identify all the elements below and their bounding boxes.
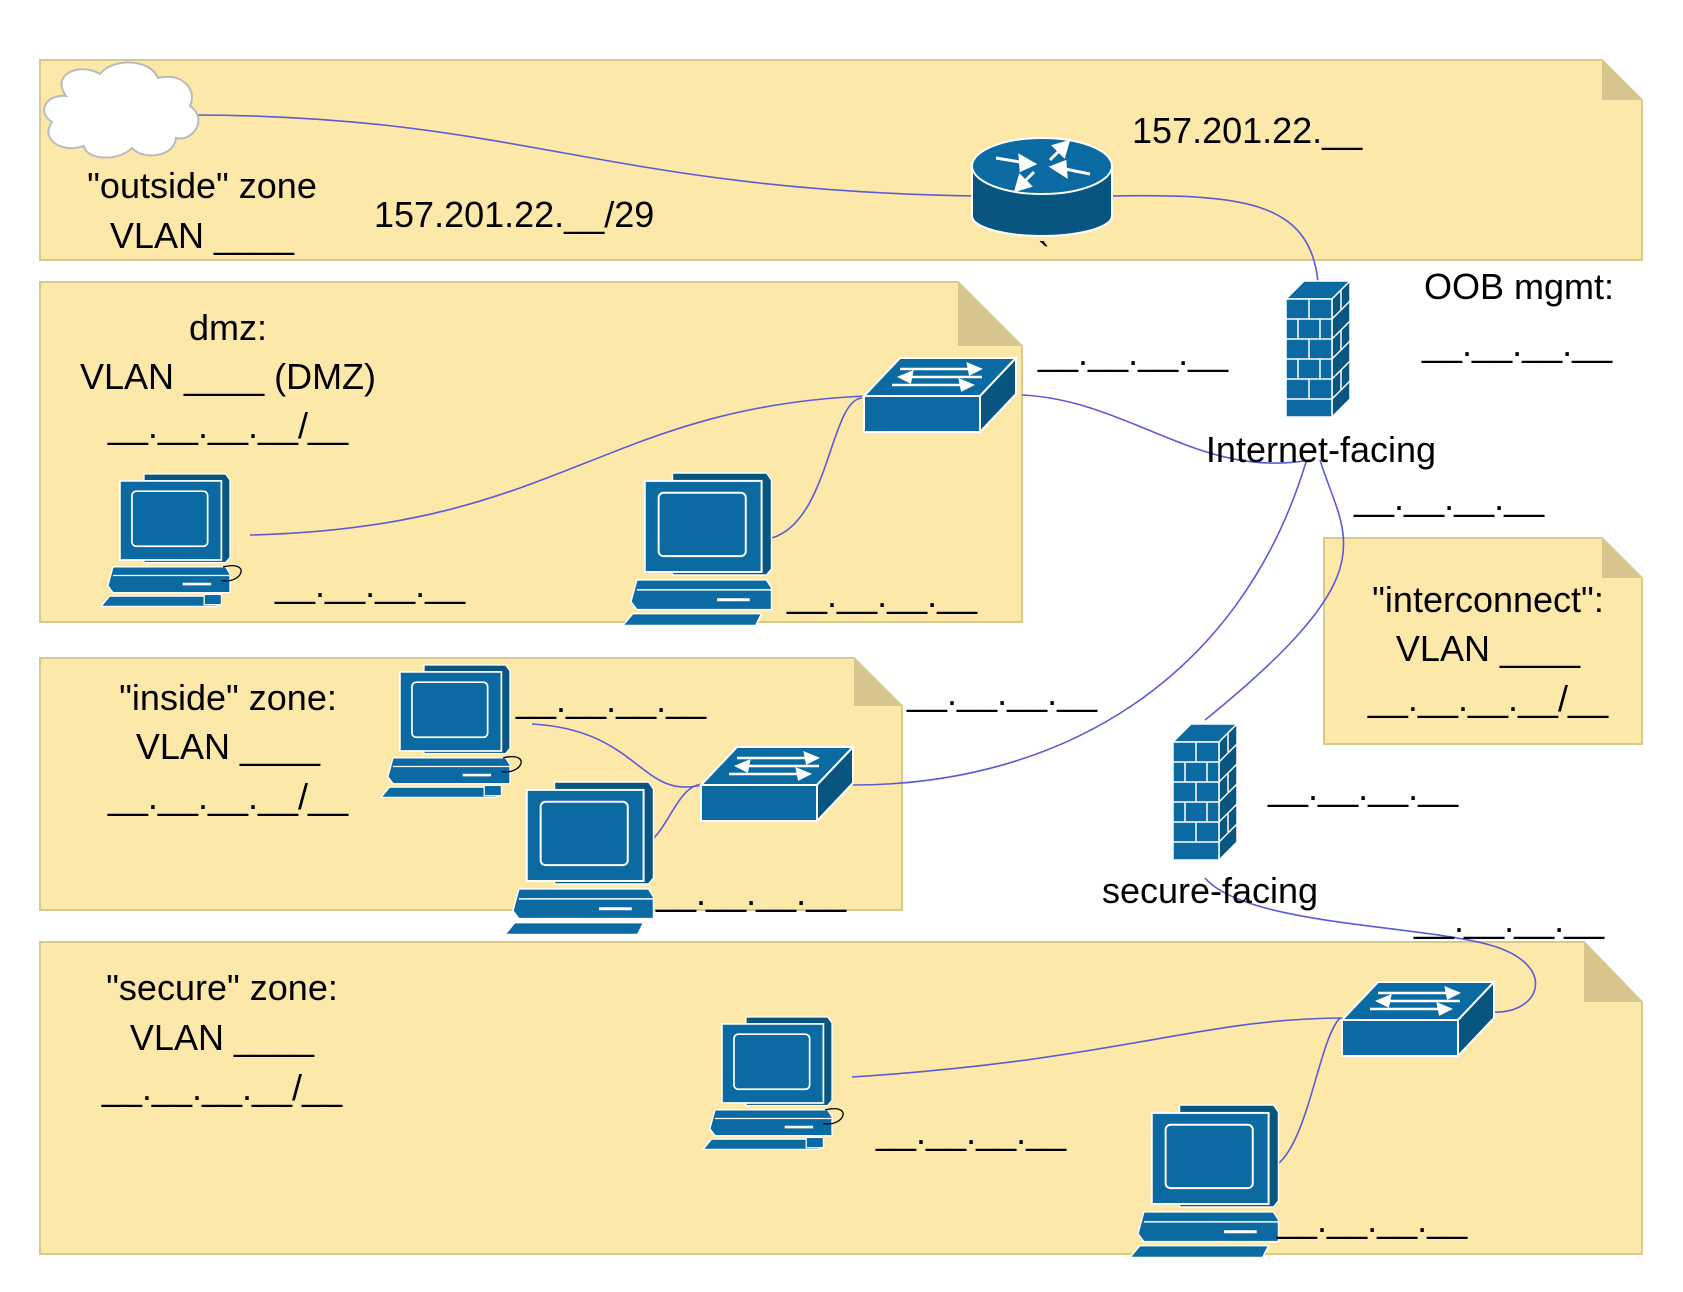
connections: [189, 114, 1537, 1169]
secure-host2-ip: __.__.__.__: [1276, 1199, 1468, 1240]
internet-facing-label: Internet-facing: [1206, 429, 1436, 470]
link-secure-host2-switch: [1271, 1017, 1341, 1169]
link-secure-firewall-switch: [1204, 877, 1537, 1013]
link-dmz-host2-switch: [771, 397, 863, 539]
stray-mark: `: [1038, 235, 1050, 276]
inside-uplink-ip: __.__.__.__: [906, 672, 1098, 713]
workstation-icon[interactable]: [379, 663, 522, 799]
dmz-host1-ip: __.__.__.__: [274, 564, 466, 605]
link-cloud-router: [189, 114, 976, 197]
link-inside-host2-switch: [651, 783, 705, 841]
firewall-icon[interactable]: [1285, 280, 1351, 418]
secure-uplink-ip: __.__.__.__: [1413, 899, 1605, 940]
zone-outside: [39, 59, 1643, 261]
workstation-icon[interactable]: [621, 471, 773, 627]
link-firewall-secure-firewall: [1204, 459, 1345, 721]
dmz-zone-title: dmz:: [189, 307, 267, 348]
workstation-icon[interactable]: [503, 780, 655, 936]
inside-zone-title: "inside" zone:: [119, 677, 337, 718]
inside-zone-vlan: VLAN ____: [136, 726, 321, 767]
router-ip: 157.201.22.__: [1132, 110, 1363, 151]
dmz-switch-ip: __.__.__.__: [1037, 332, 1229, 373]
dmz-subnet: __.__.__.__/__: [107, 405, 349, 446]
workstation-icon[interactable]: [99, 472, 242, 608]
secure-firewall-interconnect-ip: __.__.__.__: [1267, 767, 1459, 808]
oob-mgmt-label: OOB mgmt:: [1424, 266, 1614, 307]
secure-zone-vlan: VLAN ____: [130, 1017, 315, 1058]
oob-mgmt-ip: __.__.__.__: [1421, 323, 1613, 364]
firewall-icon[interactable]: [1172, 723, 1238, 861]
link-firewall-inside-switch: [852, 461, 1307, 786]
link-dmz-host1-switch: [249, 395, 866, 536]
link-inside-host1-switch: [531, 723, 703, 788]
interconnect-title: "interconnect":: [1372, 579, 1604, 620]
link-secure-host1-switch: [851, 1017, 1346, 1078]
secure-subnet: __.__.__.__/__: [101, 1067, 343, 1108]
interconnect-vlan: VLAN ____: [1396, 628, 1581, 669]
outside-zone-vlan: VLAN ____: [110, 215, 295, 256]
link-router-firewall: [1109, 194, 1319, 283]
dmz-host2-ip: __.__.__.__: [786, 574, 978, 615]
cloud-icon[interactable]: [43, 61, 200, 159]
secure-host1-ip: __.__.__.__: [875, 1111, 1067, 1152]
zone-interconnect: [1323, 537, 1643, 745]
inside-host1-ip: __.__.__.__: [515, 679, 707, 720]
outside-subnet: 157.201.22.__/29: [374, 194, 654, 235]
interconnect-subnet: __.__.__.__/__: [1367, 678, 1609, 719]
workstation-icon[interactable]: [701, 1015, 844, 1151]
link-dmz-switch-firewall: [1021, 394, 1311, 464]
secure-zone-title: "secure" zone:: [106, 967, 338, 1008]
firewall-interconnect-ip: __.__.__.__: [1353, 477, 1545, 518]
inside-subnet: __.__.__.__/__: [107, 776, 349, 817]
secure-facing-label: secure-facing: [1102, 870, 1318, 911]
inside-host2-ip: __.__.__.__: [655, 872, 847, 913]
workstation-icon[interactable]: [1128, 1103, 1280, 1259]
dmz-zone-vlan: VLAN ____ (DMZ): [80, 356, 376, 397]
router-icon[interactable]: [971, 137, 1113, 237]
outside-zone-title: "outside" zone: [87, 165, 317, 206]
